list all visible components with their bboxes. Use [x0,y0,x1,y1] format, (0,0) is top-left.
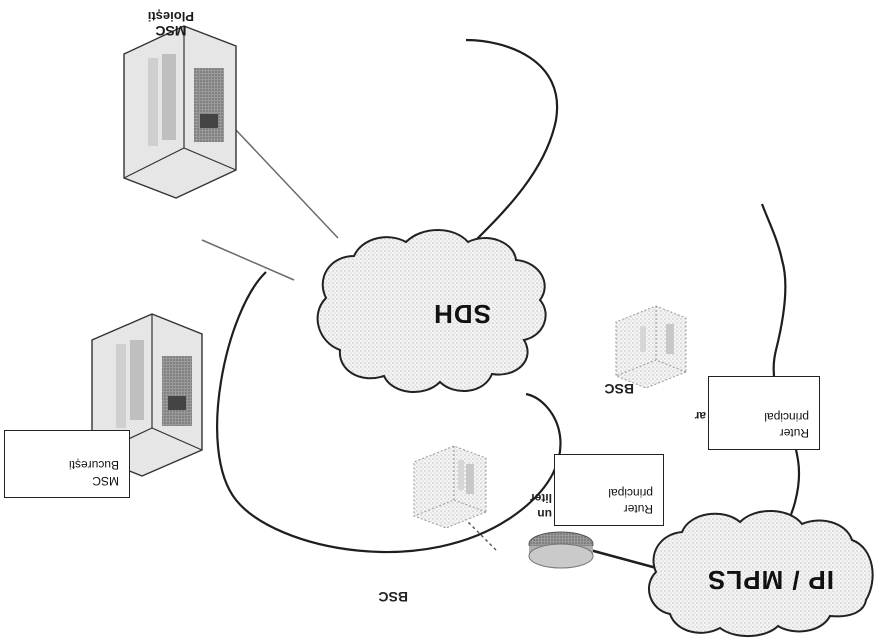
link-mpls-router [589,548,665,572]
link-sdh-msc-bucuresti [201,239,295,281]
msc-ploiesti-subtitle: Ploiești [147,8,194,24]
link-sdh-msc-ploiesti [235,129,339,239]
msc-bucuresti-subtitle: București [68,457,119,472]
router-lower-box: Ruter principal [554,454,664,526]
ip-mpls-cloud [647,509,874,638]
router-upper-partial: ar [694,409,706,423]
router-upper-line2: principal [764,409,809,424]
bsc-lower-label: BSC [378,589,408,605]
bsc-upper-icon [615,305,687,389]
msc-bucuresti-box: MSC București [4,430,130,498]
sdh-cloud-label: SDH [433,299,491,329]
router-lower-partial-2: liter [529,491,552,505]
ring-link-lower [465,38,559,241]
router-icon [528,531,594,569]
msc-ploiesti-rack-icon [123,25,237,199]
router-upper-box: Ruter principal [708,376,820,450]
sdh-cloud [316,229,547,394]
ring-link-upper [216,271,562,554]
router-upper-line1: Ruter [779,426,809,440]
ip-mpls-cloud-label: IP / MPLS [707,565,834,595]
router-lower-partial-1: un [537,507,552,521]
router-lower-line2: principal [608,485,653,500]
msc-ploiesti-label: MSC Ploiești [147,8,194,39]
bsc-upper-label: BSC [604,381,634,397]
msc-bucuresti-title: MSC [92,474,119,488]
msc-ploiesti-title: MSC [155,23,187,39]
bsc-lower-icon [413,445,487,529]
router-lower-line1: Ruter [623,502,653,516]
